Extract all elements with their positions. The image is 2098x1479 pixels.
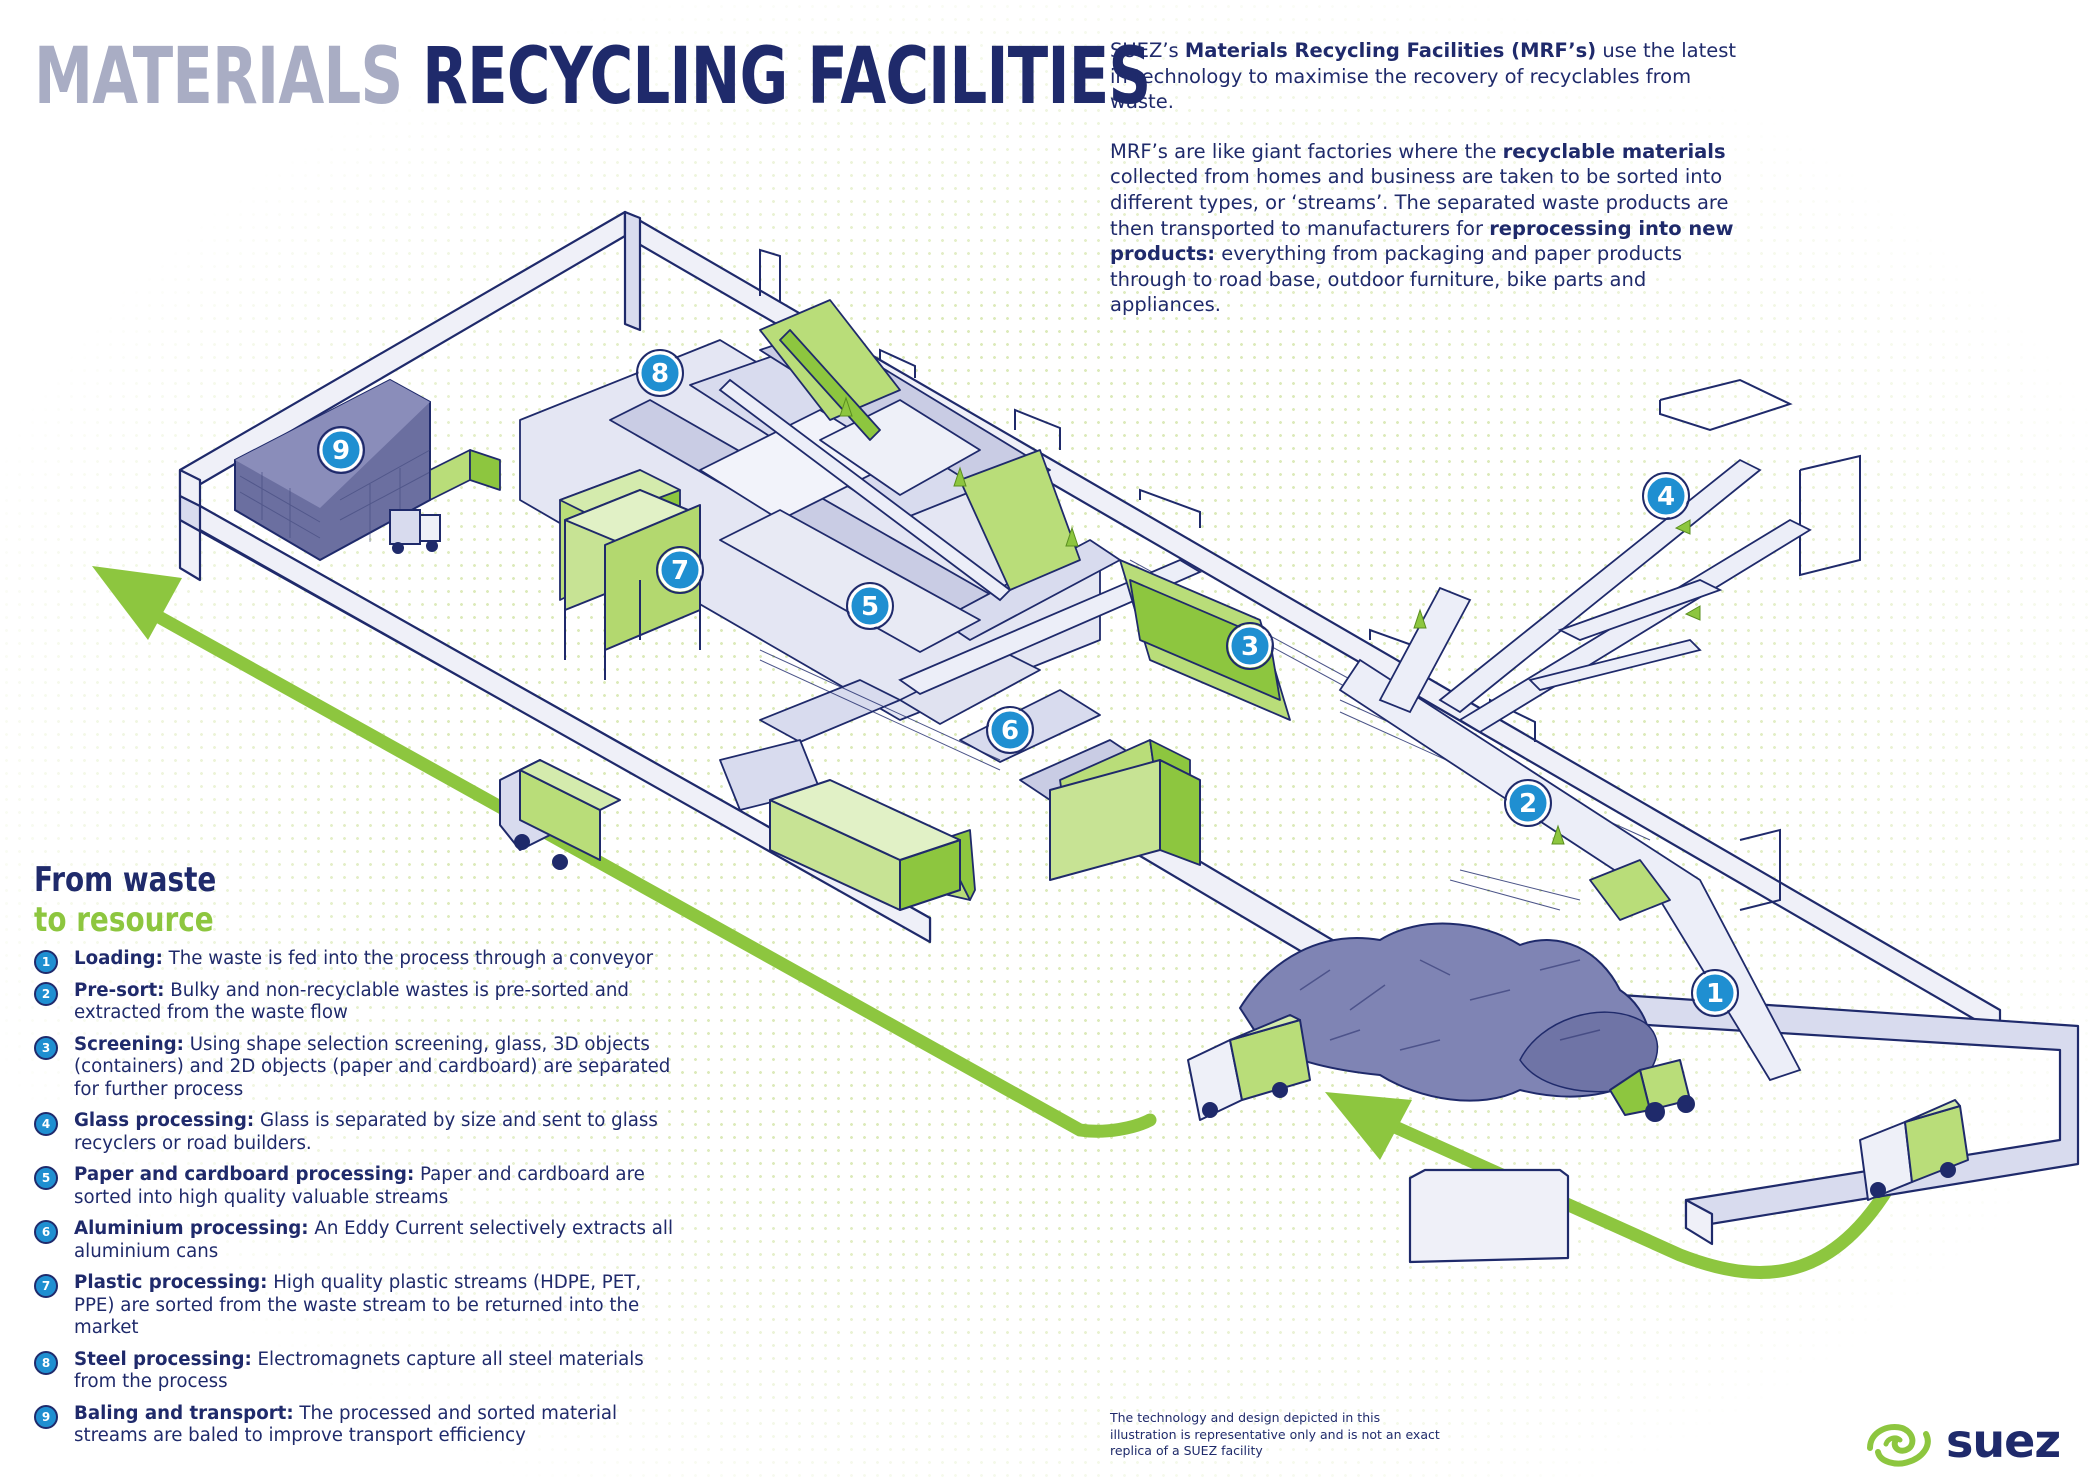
intro-run: Materials Recycling Facilities (MRF’s) [1184,39,1597,62]
logo-wordmark: suez [1946,1414,2061,1468]
svg-text:7: 7 [671,556,689,586]
intro-run: SUEZ’s [1110,39,1185,62]
step-description: Glass is separated by size and sent to g… [74,1110,658,1154]
page-title: MATERIALS RECYCLING FACILITIES [34,30,1151,124]
badge-1: 1 [1691,969,1739,1017]
step-item: 9 Baling and transport: The processed and… [34,1403,674,1448]
sorting-machinery [519,329,1141,811]
step-number-icon: 9 [34,1404,58,1429]
step-item: 2 Pre-sort: Bulky and non-recyclable wast… [34,980,674,1025]
truck-icon [1859,1099,1969,1201]
intro-run: recyclable materials [1502,139,1726,163]
truck-icon [1187,1014,1311,1121]
step-item: 8 Steel processing: Electromagnets captur… [34,1349,674,1394]
svg-text:8: 8 [651,359,669,389]
intro-run: MRF’s are like giant factories where the [1110,139,1503,163]
suez-logo: suez [1862,1414,2082,1470]
truck-icon [499,759,621,870]
intro-run: reprocessing into new products: [1110,216,1734,266]
step-name: Plastic processing: [74,1272,268,1293]
intro-paragraph-1: SUEZ’s Materials Recycling Facilities (M… [1110,38,1760,115]
step-description: High quality plastic streams (HDPE, PET,… [74,1272,642,1338]
svg-text:6: 6 [1001,716,1019,746]
step-description: Electromagnets capture all steel materia… [74,1348,644,1393]
step-number-icon: 1 [34,950,58,974]
step-description: Paper and cardboard are sorted into high… [74,1164,645,1208]
step-name: Steel processing: [74,1348,252,1370]
step-item: 1 Loading: The waste is fed into the proc… [34,948,674,974]
step-number-icon: 3 [34,1035,58,1060]
heading-line-2: to resource [34,900,214,940]
balers [769,759,1201,911]
loader-icon [1609,1059,1695,1122]
svg-text:2: 2 [1519,789,1537,819]
intro-run: use the latest in technology to maximise… [1110,39,1737,114]
badge-8: 8 [636,349,684,397]
step-number-icon: 8 [34,1350,58,1375]
svg-text:9: 9 [332,436,350,466]
svg-text:3: 3 [1241,632,1259,662]
intro-paragraph-2: MRF’s are like giant factories where the… [1110,139,1760,318]
step-item: 5 Paper and cardboard processing: Paper a… [34,1164,674,1209]
svg-text:4: 4 [1657,482,1675,512]
heading-line-1: From waste [34,860,217,900]
badge-5: 5 [846,582,894,630]
svg-text:1: 1 [1706,979,1724,1009]
step-number-icon: 6 [34,1220,58,1244]
flow-arrow-left [92,566,1157,1138]
svg-text:5: 5 [861,592,879,622]
title-light: MATERIALS [34,32,403,122]
intro-run: everything from packaging and paper prod… [1110,242,1682,317]
step-name: Screening: [74,1033,184,1055]
section-heading: From waste to resource [34,860,216,940]
step-item: 7 Plastic processing: High quality plasti… [34,1272,674,1340]
disclaimer: The technology and design depicted in th… [1110,1410,1440,1458]
badge-6: 6 [986,706,1034,754]
green-flow-marks [839,396,1701,845]
plastic-silos [564,489,701,680]
title-dark: RECYCLING FACILITIES [422,32,1151,122]
waste-pile [1238,922,1659,1102]
step-name: Glass processing: [74,1110,255,1131]
step-item: 6 Aluminium processing: An Eddy Current s… [34,1218,674,1263]
forklift-icon [389,509,441,554]
step-name: Aluminium processing: [74,1218,309,1239]
step-name: Loading: [74,948,163,969]
step-badges: 1 2 3 4 5 6 7 8 9 [317,349,1739,1017]
badge-9: 9 [317,426,365,474]
step-number-icon: 7 [34,1274,58,1298]
step-description: An Eddy Current selectively extracts all… [74,1218,674,1262]
badge-2: 2 [1504,779,1552,827]
step-name: Baling and transport: [74,1402,294,1424]
step-number-icon: 5 [34,1166,58,1190]
step-description: The processed and sorted material stream… [74,1402,618,1447]
intro-run: collected from homes and business are ta… [1110,165,1729,240]
step-description: The waste is fed into the process throug… [162,948,654,969]
flow-arrow-right [1325,1092,1907,1279]
step-description: Using shape selection screening, glass, … [74,1033,671,1100]
step-description: Bulky and non-recyclable wastes is pre-s… [74,979,629,1024]
steps-list: 1 Loading: The waste is fed into the proc… [34,948,674,1457]
step-item: 3 Screening: Using shape selection screen… [34,1034,674,1102]
step-number-icon: 4 [34,1112,58,1136]
step-number-icon: 2 [34,981,58,1006]
badge-7: 7 [656,546,704,594]
step-name: Paper and cardboard processing: [74,1164,415,1185]
step-item: 4 Glass processing: Glass is separated by… [34,1110,674,1155]
badge-4: 4 [1642,472,1690,520]
step-name: Pre-sort: [74,979,165,1001]
suez-swirl-icon [1867,1424,1931,1467]
intro-text: SUEZ’s Materials Recycling Facilities (M… [1110,38,1760,342]
badge-3: 3 [1226,622,1274,670]
